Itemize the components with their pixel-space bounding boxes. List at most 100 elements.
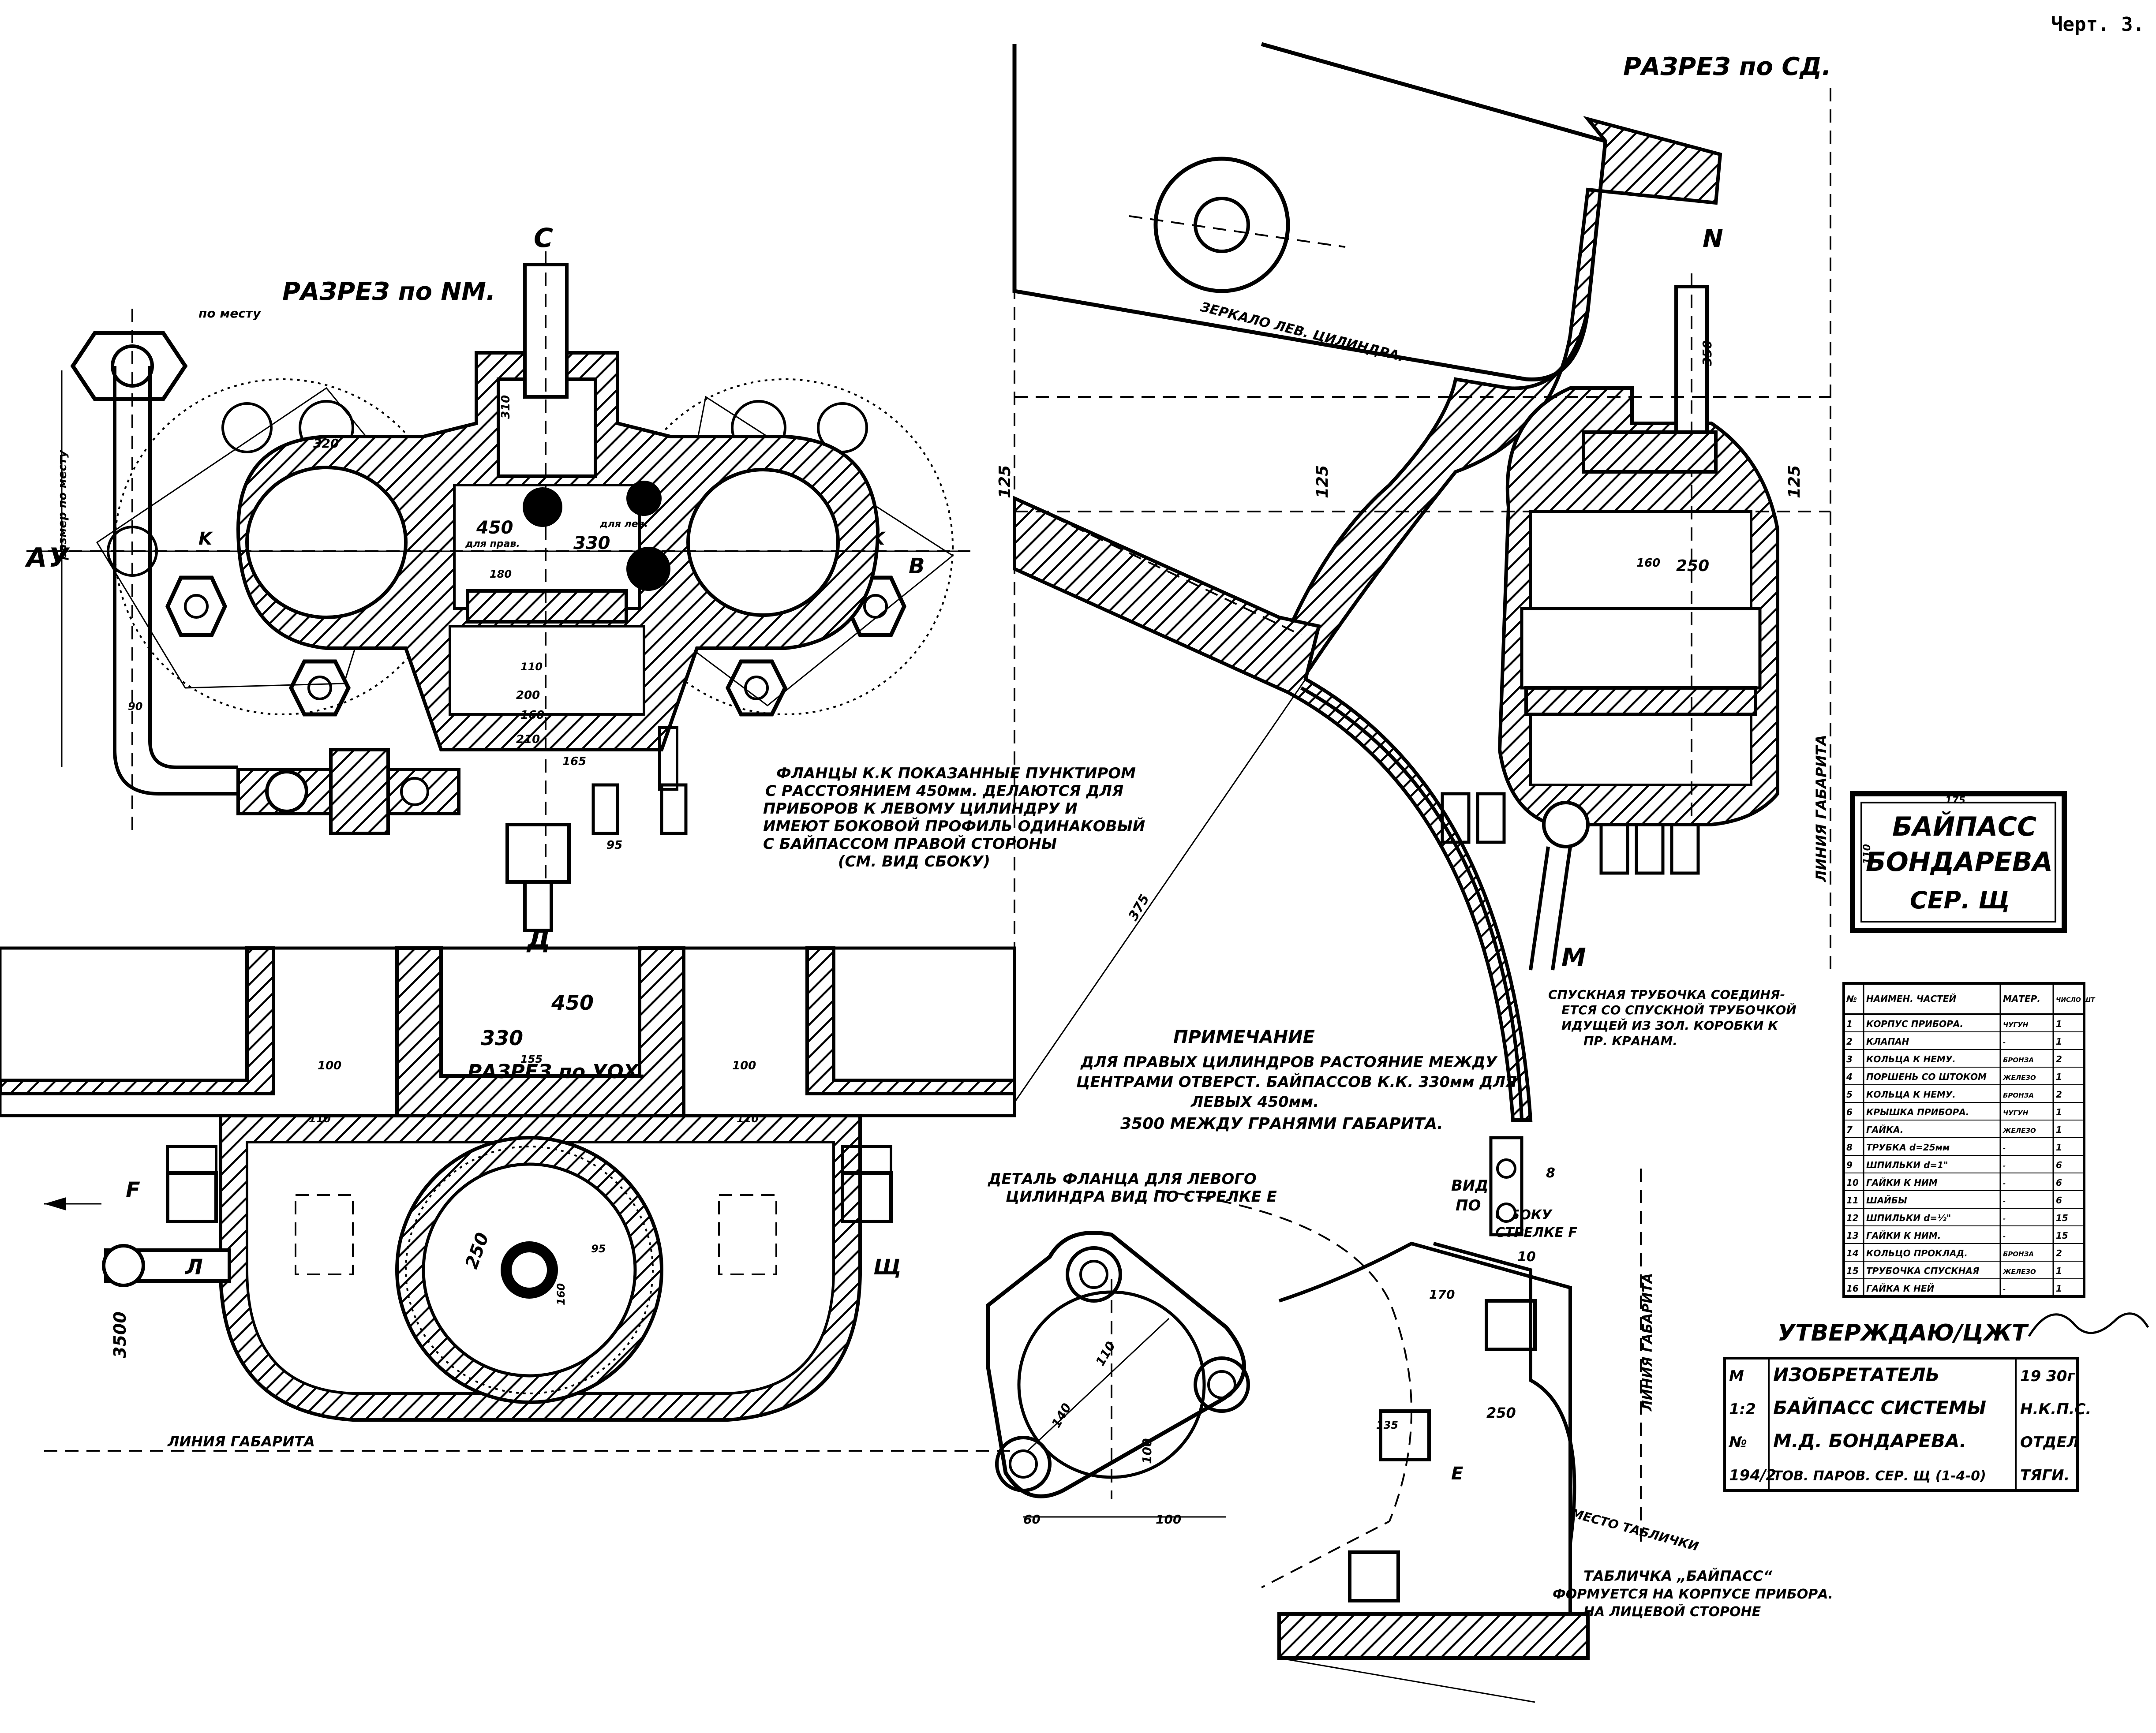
dim-330-note: для лев. bbox=[599, 519, 648, 530]
dim-450: 450 bbox=[476, 518, 513, 538]
flange-dim-60: 60 bbox=[1023, 1512, 1041, 1527]
flange-dim-100b: 100 bbox=[1156, 1512, 1181, 1527]
title-block-cell: Н.К.П.С. bbox=[2020, 1401, 2091, 1418]
udx-dim-450: 450 bbox=[551, 991, 594, 1015]
flange-note-line: ИМЕЮТ БОКОВОЙ ПРОФИЛЬ ОДИНАКОВЫЙ bbox=[763, 817, 1145, 835]
table-cell: 6 bbox=[2056, 1195, 2062, 1206]
view-f-dim-170: 170 bbox=[1429, 1287, 1455, 1302]
remark-line: ДЛЯ ПРАВЫХ ЦИЛИНДРОВ РАСТОЯНИЕ МЕЖДУ bbox=[1080, 1053, 1498, 1071]
remark-line: ЛЕВЫХ 450мм. bbox=[1190, 1093, 1319, 1111]
flange-dim-140: 140 bbox=[1048, 1401, 1074, 1430]
table-cell: 2 bbox=[1846, 1036, 1853, 1047]
table-cell: ГАЙКА. bbox=[1866, 1124, 1903, 1135]
title-block-cell: М bbox=[1729, 1367, 1744, 1385]
table-cell: 16 bbox=[1846, 1283, 1859, 1294]
view-f-dim-8: 8 bbox=[1546, 1165, 1555, 1181]
nameplate: 175 110 БАЙПАСС БОНДАРЕВА СЕР. Щ bbox=[1850, 791, 2067, 933]
dim-165: 165 bbox=[562, 755, 586, 768]
table-cell: - bbox=[2003, 1144, 2006, 1152]
flange-note: ФЛАНЦЫ К.К ПОКАЗАННЫЕ ПУНКТИРОМ С РАССТО… bbox=[763, 765, 1145, 870]
view-f-plate-place: МЕСТО ТАБЛИЧКИ bbox=[1569, 1506, 1700, 1554]
drain-note: СПУСКНАЯ ТРУБОЧКА СОЕДИНЯ- ЕТСЯ СО СПУСК… bbox=[1548, 987, 1797, 1048]
nameplate-line1: БАЙПАСС bbox=[1892, 811, 2036, 842]
title-block-cell: 194/2 bbox=[1729, 1467, 1776, 1484]
udx-label-f: F bbox=[126, 1178, 140, 1203]
table-cell: КОРПУС ПРИБОРА. bbox=[1866, 1019, 1963, 1029]
table-cell: КОЛЬЦА К НЕМУ. bbox=[1866, 1054, 1956, 1064]
drain-note-line: СПУСКНАЯ ТРУБОЧКА СОЕДИНЯ- bbox=[1548, 987, 1785, 1002]
approve-label: УТВЕРЖДАЮ/ЦЖТ bbox=[1778, 1320, 2029, 1346]
table-cell: 2 bbox=[2056, 1054, 2062, 1064]
table-cell: ГАЙКИ К НИМ bbox=[1866, 1177, 1938, 1188]
dim-200: 200 bbox=[516, 689, 540, 702]
gabarit-line-sd: ЛИНИЯ ГАБАРИТА bbox=[1813, 735, 1830, 882]
table-cell: 1 bbox=[2056, 1283, 2062, 1294]
table-cell: ГАЙКА К НЕЙ bbox=[1866, 1283, 1934, 1294]
dim-320: 320 bbox=[313, 436, 339, 451]
label-y: У bbox=[49, 542, 70, 573]
table-cell: КРЫШКА ПРИБОРА. bbox=[1866, 1107, 1969, 1117]
title-block-cell: ОТДЕЛ bbox=[2020, 1434, 2079, 1451]
nameplate-dim-175: 175 bbox=[1945, 795, 1965, 806]
section-udx: РАЗРЕЗ по УОХ. 450 330 155 100 100 110 1… bbox=[0, 946, 1016, 1452]
table-cell: 3 bbox=[1846, 1054, 1853, 1064]
udx-gabarit-line: ЛИНИЯ ГАБАРИТА bbox=[167, 1433, 315, 1450]
table-cell: ЖЕЛЕЗО bbox=[2003, 1268, 2036, 1276]
flange-dim-100a: 100 bbox=[1140, 1438, 1154, 1464]
dim-90: 90 bbox=[128, 700, 142, 713]
title-block-cell: ИЗОБРЕТАТЕЛЬ bbox=[1773, 1364, 1940, 1386]
table-cell: ПОРШЕНЬ СО ШТОКОМ bbox=[1866, 1072, 1987, 1082]
table-cell: ЧУГУН bbox=[2003, 1109, 2029, 1117]
table-header-cell: МАТЕР. bbox=[2003, 993, 2040, 1004]
table-cell: ШПИЛЬКИ d=½" bbox=[1866, 1213, 1951, 1223]
remark-title: ПРИМЕЧАНИЕ bbox=[1173, 1027, 1315, 1047]
table-header-cell: № bbox=[1846, 993, 1857, 1004]
gabarit-span: 3500 МЕЖДУ ГРАНЯМИ ГАБАРИТА. bbox=[1120, 1115, 1443, 1133]
sheet-label: Черт. 3. bbox=[2051, 13, 2145, 36]
table-cell: 1 bbox=[2056, 1072, 2062, 1082]
section-udx-title: РАЗРЕЗ по УОХ. bbox=[468, 1061, 646, 1083]
title-block-cell: 1:2 bbox=[1729, 1401, 1756, 1418]
table-cell: 1 bbox=[2056, 1266, 2062, 1276]
dim-250: 250 bbox=[1676, 557, 1709, 575]
table-cell: БРОНЗА bbox=[2003, 1250, 2034, 1258]
view-f: ВИД ПО С БОКУ СТРЕЛКЕ F 8 10 170 250 135… bbox=[1155, 1136, 1700, 1703]
table-header-cell: НАИМЕН. ЧАСТЕЙ bbox=[1866, 993, 1956, 1004]
udx-dim-110-left: 110 bbox=[309, 1113, 331, 1125]
dim-350: 350 bbox=[1700, 340, 1714, 366]
flange-note-line: (СМ. ВИД СБОКУ) bbox=[838, 853, 990, 870]
label-m: M bbox=[1561, 943, 1586, 972]
table-cell: 15 bbox=[2056, 1230, 2068, 1241]
udx-label-sh: Щ bbox=[873, 1255, 902, 1280]
table-cell: 5 bbox=[1846, 1089, 1853, 1100]
table-cell: 2 bbox=[2056, 1089, 2062, 1100]
title-block-cell: М.Д. БОНДАРЕВА. bbox=[1773, 1430, 1966, 1452]
section-nm: РАЗРЕЗ по NM. C Д A У B K K по месту раз… bbox=[25, 223, 970, 955]
flange-dim-110: 110 bbox=[1093, 1339, 1118, 1368]
remark: ПРИМЕЧАНИЕ ДЛЯ ПРАВЫХ ЦИЛИНДРОВ РАСТОЯНИ… bbox=[1076, 1027, 1517, 1133]
nameplate-line3: СЕР. Щ bbox=[1910, 886, 2010, 914]
plate-note-line: ФОРМУЕТСЯ НА КОРПУСЕ ПРИБОРА. bbox=[1553, 1587, 1833, 1602]
label-c: C bbox=[534, 223, 553, 254]
table-cell: 13 bbox=[1846, 1230, 1859, 1241]
remark-line: ЦЕНТРАМИ ОТВЕРСТ. БАЙПАССОВ К.К. 330мм Д… bbox=[1076, 1073, 1517, 1091]
table-cell: КОЛЬЦО ПРОКЛАД. bbox=[1866, 1248, 1968, 1259]
table-cell: - bbox=[2003, 1233, 2006, 1240]
detail-flange-title-1: ДЕТАЛЬ ФЛАНЦА ДЛЯ ЛЕВОГО bbox=[988, 1170, 1257, 1188]
view-f-title-1: ВИД bbox=[1451, 1177, 1489, 1195]
dim-125b: 125 bbox=[1314, 465, 1332, 498]
dim-95: 95 bbox=[606, 839, 622, 852]
table-cell: 15 bbox=[2056, 1213, 2068, 1223]
table-cell: 6 bbox=[1846, 1107, 1853, 1117]
dim-125c: 125 bbox=[1785, 465, 1804, 498]
table-cell: 7 bbox=[1846, 1124, 1853, 1135]
table-cell: БРОНЗА bbox=[2003, 1091, 2034, 1099]
table-cell: - bbox=[2003, 1197, 2006, 1205]
dim-310: 310 bbox=[499, 395, 513, 419]
table-cell: - bbox=[2003, 1215, 2006, 1223]
table-cell: 10 bbox=[1846, 1177, 1859, 1188]
drain-note-line: ИДУЩЕЙ ИЗ ЗОЛ. КОРОБКИ К bbox=[1561, 1018, 1779, 1033]
